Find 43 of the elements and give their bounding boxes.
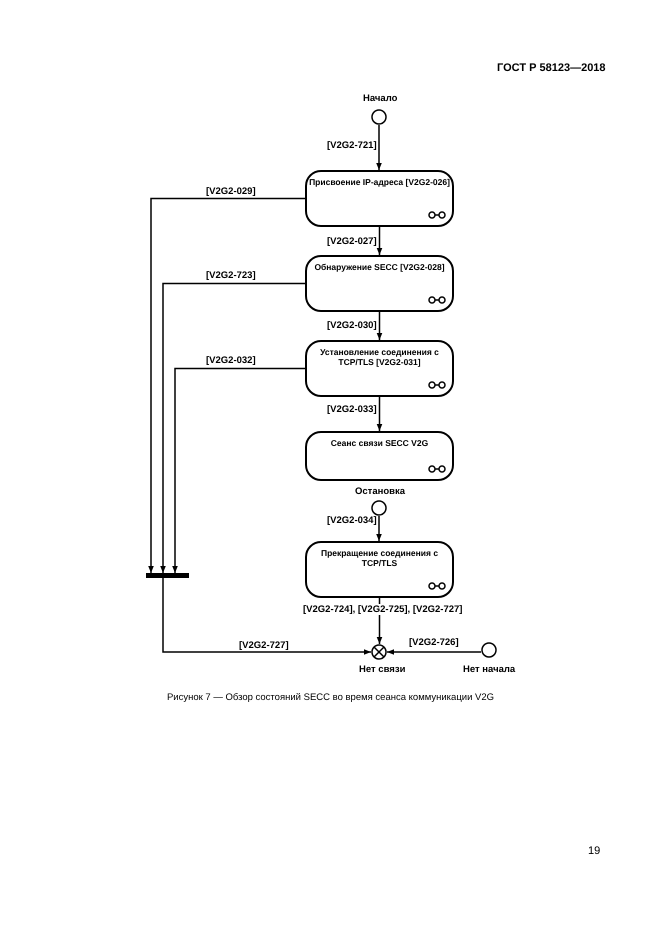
arrow <box>376 516 382 541</box>
edge-label: [V2G2-030] <box>326 320 378 331</box>
arrow <box>376 312 382 340</box>
edge-label: [V2G2-032] <box>205 355 257 366</box>
edge-label: [V2G2-721] <box>326 140 378 151</box>
start-node <box>371 109 387 125</box>
arrow <box>160 282 305 573</box>
edge-label: [V2G2-034] <box>326 515 378 526</box>
document-header: ГОСТ Р 58123—2018 <box>497 62 606 74</box>
state-label: Нет начала <box>463 664 516 675</box>
state-title: Обнаружение SECC [V2G2-028] <box>313 262 446 272</box>
state-label: Начало <box>363 93 398 104</box>
state-label: Остановка <box>355 486 406 497</box>
arrow <box>148 198 305 573</box>
edge-label: [V2G2-726] <box>408 637 460 648</box>
state-title: Сеанс связи SECC V2G <box>330 438 430 448</box>
arrow <box>162 578 371 655</box>
state-title: Установление соединения с TCP/TLS [V2G2-031] <box>319 347 440 367</box>
state-box <box>305 255 454 312</box>
state-box <box>305 170 454 227</box>
state-box <box>305 431 454 481</box>
join-bar <box>146 573 189 578</box>
edge-label: [V2G2-029] <box>205 186 257 197</box>
final-node <box>481 642 497 658</box>
state-label: Нет связи <box>359 664 406 675</box>
state-box <box>305 340 454 397</box>
arrow <box>172 368 305 573</box>
figure-caption: Рисунок 7 — Обзор состояний SECC во время сеанса коммуникации V2G <box>166 692 496 703</box>
edge-label: [V2G2-027] <box>326 236 378 247</box>
state-title: Присвоение IP-адреса [V2G2-026] <box>309 177 450 187</box>
state-box <box>305 541 454 598</box>
edge-label: [V2G2-724], [V2G2-725], [V2G2-727] <box>302 604 464 615</box>
state-title: Прекращение соединения с TCP/TLS <box>320 548 440 568</box>
final-node <box>371 500 387 516</box>
final-node <box>371 644 387 660</box>
edge-label: [V2G2-727] <box>238 640 290 651</box>
edge-label: [V2G2-033] <box>326 404 378 415</box>
arrow <box>376 397 382 431</box>
edge-label: [V2G2-723] <box>205 270 257 281</box>
page-number: 19 <box>588 845 600 857</box>
arrow <box>376 227 382 255</box>
arrow <box>387 649 481 655</box>
arrow <box>376 125 382 170</box>
